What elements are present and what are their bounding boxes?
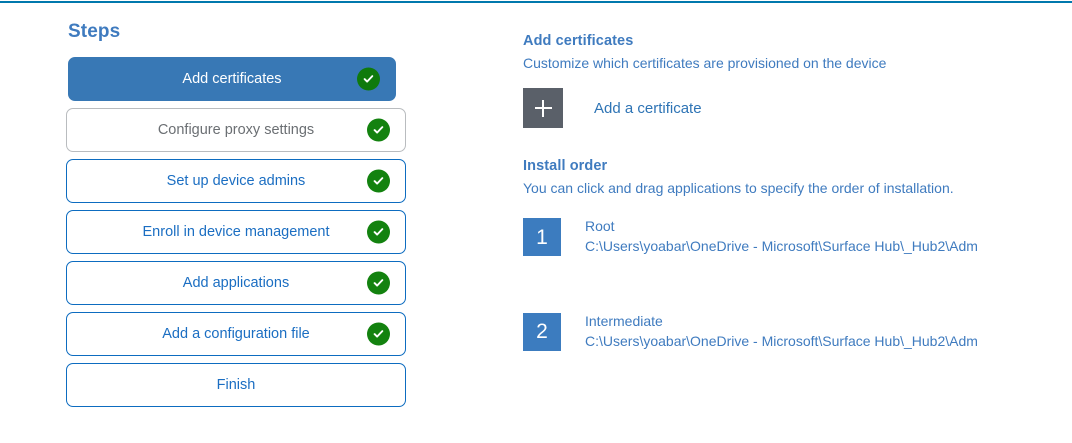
order-number-badge: 2: [523, 312, 561, 351]
wizard-body: Steps Add certificates Configure proxy s…: [0, 3, 1072, 443]
check-circle-icon: [367, 169, 390, 193]
step-label: Add certificates: [182, 70, 282, 87]
steps-panel-title: Steps: [68, 21, 121, 42]
check-circle-icon: [367, 220, 390, 244]
check-circle-icon: [357, 67, 380, 91]
step-label: Set up device admins: [166, 172, 306, 189]
top-accent-rule: [0, 1, 1072, 3]
order-number-badge: 1: [523, 218, 561, 256]
install-order-subtitle: You can click and drag applications to s…: [523, 180, 954, 196]
check-circle-icon: [367, 271, 390, 295]
install-order-item[interactable]: 1 Root C:\Users\yoabar\OneDrive - Micros…: [523, 218, 1063, 257]
add-certificate-button[interactable]: [523, 88, 563, 128]
install-order-item[interactable]: 2 Intermediate C:\Users\yoabar\OneDrive …: [523, 311, 1063, 352]
check-circle-icon: [367, 118, 390, 142]
add-certificates-heading: Add certificates: [523, 33, 634, 49]
step-label: Add a configuration file: [162, 325, 310, 342]
step-label: Configure proxy settings: [157, 121, 315, 138]
sidebar-step-finish[interactable]: Finish: [66, 363, 406, 407]
certificate-path: C:\Users\yoabar\OneDrive - Microsoft\Sur…: [585, 238, 978, 255]
add-certificate-label[interactable]: Add a certificate: [594, 99, 702, 117]
sidebar-step-add-a-configuration-file[interactable]: Add a configuration file: [66, 312, 406, 356]
step-label: Add applications: [182, 274, 290, 291]
sidebar-step-set-up-device-admins[interactable]: Set up device admins: [66, 159, 406, 203]
sidebar-step-enroll-in-device-management[interactable]: Enroll in device management: [66, 210, 406, 254]
step-label: Enroll in device management: [142, 223, 330, 240]
detail-panel: Add certificates Customize which certifi…: [523, 3, 1063, 407]
certificate-name: Root: [585, 218, 615, 234]
add-certificate-row: Add a certificate: [523, 88, 1063, 128]
sidebar-step-add-certificates[interactable]: Add certificates: [68, 57, 396, 101]
add-certificates-subtitle: Customize which certificates are provisi…: [523, 55, 887, 71]
sidebar-step-add-applications[interactable]: Add applications: [66, 261, 406, 305]
certificate-path: C:\Users\yoabar\OneDrive - Microsoft\Sur…: [585, 332, 978, 349]
certificate-name: Intermediate: [585, 312, 663, 329]
step-label: Finish: [216, 376, 256, 393]
plus-icon: [534, 99, 552, 117]
steps-panel: Steps Add certificates Configure proxy s…: [66, 3, 406, 414]
install-order-heading: Install order: [523, 158, 608, 174]
check-circle-icon: [367, 322, 390, 346]
install-order-item-text: Intermediate C:\Users\yoabar\OneDrive - …: [585, 311, 978, 352]
steps-list: Add certificates Configure proxy setting…: [66, 57, 406, 407]
sidebar-step-configure-proxy-settings[interactable]: Configure proxy settings: [66, 108, 406, 152]
install-order-item-text: Root C:\Users\yoabar\OneDrive - Microsof…: [585, 216, 978, 257]
install-order-list: 1 Root C:\Users\yoabar\OneDrive - Micros…: [523, 218, 1063, 351]
